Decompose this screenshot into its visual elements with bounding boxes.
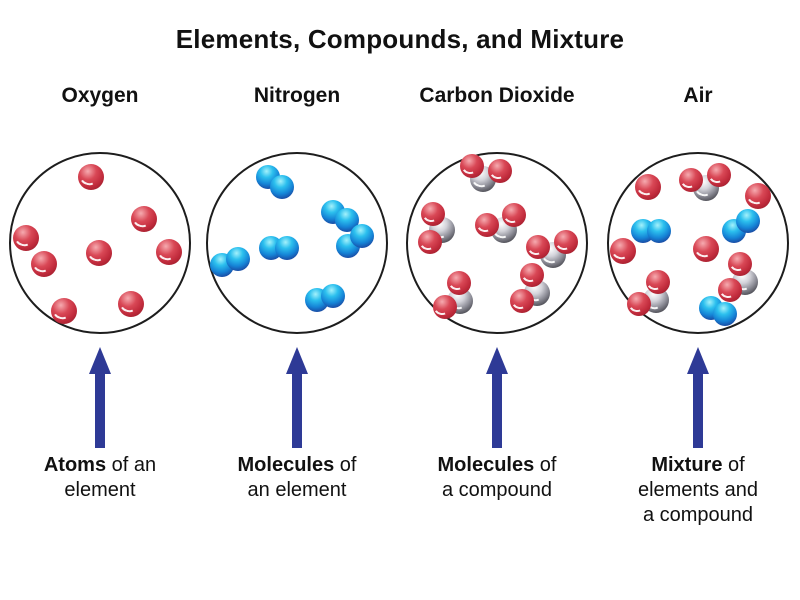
- co2-molecule: [420, 201, 445, 226]
- nitrogen-molecule: [349, 224, 374, 249]
- caption-text: of an: [106, 454, 157, 476]
- oxygen-atom-group: [13, 225, 39, 251]
- caption-bold-word: Atoms: [43, 454, 107, 476]
- oxygen-atom-group: [610, 238, 636, 264]
- up-arrow: [684, 347, 712, 448]
- co2-molecule: [718, 278, 743, 303]
- caption-text: of: [722, 454, 745, 476]
- caption-line-2: element: [64, 479, 136, 501]
- arrow-head: [286, 347, 308, 374]
- arrow-head: [687, 347, 709, 374]
- caption-bold-word: Molecules: [237, 454, 335, 476]
- caption-line-3: a compound: [642, 504, 754, 526]
- arrow-shaft: [95, 374, 105, 448]
- co2-molecule: [510, 289, 535, 314]
- nitrogen-molecule: [320, 283, 345, 308]
- column-nitrogen: Nitrogen Molecules of an element: [197, 0, 397, 600]
- caption-carbon-dioxide: Molecules of a compound: [397, 453, 597, 503]
- column-header-nitrogen: Nitrogen: [253, 84, 341, 107]
- nitrogen-molecule: [735, 209, 760, 234]
- page-title: Elements, Compounds, and Mixture: [175, 24, 625, 54]
- co2-molecule: [526, 235, 550, 259]
- co2-molecule: [418, 230, 443, 255]
- co2-molecule: [487, 159, 512, 184]
- co2-molecule: [645, 269, 670, 294]
- caption-text: of: [334, 454, 357, 476]
- caption-line-2: a compound: [441, 479, 553, 501]
- co2-molecule: [727, 251, 752, 276]
- column-header-air: Air: [683, 84, 713, 107]
- oxygen-atom-group: [86, 240, 112, 266]
- arrow-head: [89, 347, 111, 374]
- sample-circle-carbon-dioxide: [406, 152, 588, 334]
- co2-molecule: [459, 154, 484, 179]
- column-oxygen: Oxygen Atoms of an element: [0, 0, 200, 600]
- column-carbon-dioxide: Carbon Dioxide Molecules of a compound: [397, 0, 597, 600]
- caption-text: of: [534, 454, 557, 476]
- co2-molecule: [432, 295, 457, 320]
- caption-air: Mixture of elements and a compound: [598, 453, 798, 528]
- oxygen-atom-group: [745, 183, 771, 209]
- co2-molecule: [446, 270, 471, 295]
- oxygen-atom-group: [693, 236, 719, 262]
- oxygen-atom-group: [156, 239, 182, 265]
- column-header-oxygen: Oxygen: [61, 84, 139, 107]
- caption-bold-word: Mixture: [651, 454, 723, 476]
- co2-molecule: [475, 212, 500, 237]
- up-arrow: [86, 347, 114, 448]
- oxygen-atom-group: [118, 291, 144, 317]
- up-arrow: [283, 347, 311, 448]
- nitrogen-molecule: [269, 174, 294, 199]
- co2-molecule: [707, 163, 731, 187]
- oxygen-atom-group: [31, 251, 57, 277]
- sample-circle-air: [607, 152, 789, 334]
- co2-molecule: [502, 202, 527, 227]
- column-header-carbon-dioxide: Carbon Dioxide: [419, 84, 575, 107]
- caption-nitrogen: Molecules of an element: [197, 453, 397, 503]
- nitrogen-molecule: [647, 219, 671, 243]
- arrow-shaft: [693, 374, 703, 448]
- oxygen-atom-group: [51, 298, 77, 324]
- sample-circle-nitrogen: [206, 152, 388, 334]
- nitrogen-molecule: [713, 302, 738, 327]
- oxygen-atom-group: [635, 174, 661, 200]
- co2-molecule: [679, 168, 703, 192]
- oxygen-atom-group: [78, 164, 104, 190]
- arrow-shaft: [292, 374, 302, 448]
- caption-line-2: an element: [247, 479, 347, 501]
- up-arrow: [483, 347, 511, 448]
- oxygen-atom-group: [131, 206, 157, 232]
- co2-molecule: [519, 262, 544, 287]
- nitrogen-molecule: [275, 236, 299, 260]
- co2-molecule: [627, 291, 652, 316]
- caption-oxygen: Atoms of an element: [0, 453, 200, 503]
- arrow-shaft: [492, 374, 502, 448]
- caption-bold-word: Molecules: [437, 454, 535, 476]
- sample-circle-oxygen: [9, 152, 191, 334]
- arrow-head: [486, 347, 508, 374]
- caption-line-2: elements and: [637, 479, 759, 501]
- column-air: Air Mixture of elements and a compound: [598, 0, 798, 600]
- nitrogen-molecule: [225, 247, 250, 272]
- co2-molecule: [554, 230, 578, 254]
